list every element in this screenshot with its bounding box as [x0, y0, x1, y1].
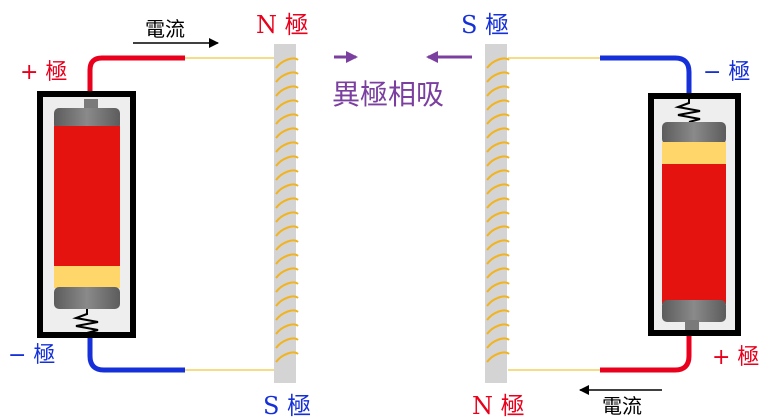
right-minus-label: − 極 [703, 60, 750, 85]
right-coil-turn [486, 211, 510, 223]
right-core-top-pole-label: S 極 [461, 11, 509, 39]
left-coil-turn [275, 71, 299, 83]
right-core-bottom-pole-label: N 極 [472, 392, 525, 419]
right-coil-turn [486, 155, 510, 167]
left-coil-turn [275, 337, 299, 349]
left-coil-turn [275, 239, 299, 251]
right-coil-turn [486, 295, 510, 307]
left-coil-turn [275, 351, 299, 363]
current-label-top: 電流 [145, 17, 185, 41]
left-electromagnet [274, 44, 299, 383]
left-coil-turn [275, 113, 299, 125]
left-coil-turn [275, 169, 299, 181]
left-coil [275, 57, 299, 363]
left-coil-turn [275, 253, 299, 265]
right-coil-turn [486, 71, 510, 83]
right-battery-spring [674, 99, 701, 123]
left-coil-turn [275, 85, 299, 97]
right-battery [662, 122, 726, 330]
left-coil-turn [275, 295, 299, 307]
right-coil-turn [486, 57, 510, 69]
right-coil-turn [486, 239, 510, 251]
left-coil-turn [275, 155, 299, 167]
left-coil-turn [275, 281, 299, 293]
right-coil-turn [486, 85, 510, 97]
current-label-bottom: 電流 [602, 394, 642, 418]
right-negative-wire [600, 55, 692, 94]
left-coil-turn [275, 323, 299, 335]
left-coil-turn [275, 197, 299, 209]
left-minus-label: − 極 [8, 343, 55, 368]
left-coil-turn [275, 267, 299, 279]
right-coil-turn [486, 183, 510, 195]
right-coil-turn [486, 351, 510, 363]
right-coil-turn [486, 309, 510, 321]
right-electromagnet [485, 44, 510, 383]
right-coil-turn [486, 225, 510, 237]
right-coil-turn [486, 141, 510, 153]
right-plus-label: + 極 [712, 345, 759, 370]
right-coil-turn [486, 267, 510, 279]
left-coil-turn [275, 211, 299, 223]
left-coil-turn [275, 99, 299, 111]
left-battery [54, 99, 120, 309]
right-coil-turn [486, 99, 510, 111]
left-coil-turn [275, 127, 299, 139]
left-coil-turn [275, 225, 299, 237]
right-positive-wire [600, 334, 692, 373]
right-coil-turn [486, 197, 510, 209]
right-circuit [508, 55, 741, 373]
left-core-bottom-pole-label: S 極 [263, 392, 311, 419]
right-coil-turn [486, 127, 510, 139]
right-coil-turn [486, 323, 510, 335]
left-coil-turn [275, 57, 299, 69]
right-coil-turn [486, 253, 510, 265]
left-coil-turn [275, 309, 299, 321]
right-coil-turn [486, 169, 510, 181]
left-coil-turn [275, 141, 299, 153]
right-coil-turn [486, 337, 510, 349]
left-coil-turn [275, 183, 299, 195]
left-core-top-pole-label: N 極 [256, 11, 309, 39]
right-coil-turn [486, 113, 510, 125]
attraction-label: 異極相吸 [332, 78, 444, 111]
left-circuit [37, 55, 278, 373]
left-negative-wire [87, 335, 185, 373]
right-coil [486, 57, 510, 363]
left-plus-label: + 極 [20, 60, 67, 85]
left-battery-spring [72, 309, 99, 334]
left-positive-wire [87, 55, 185, 92]
right-coil-turn [486, 281, 510, 293]
